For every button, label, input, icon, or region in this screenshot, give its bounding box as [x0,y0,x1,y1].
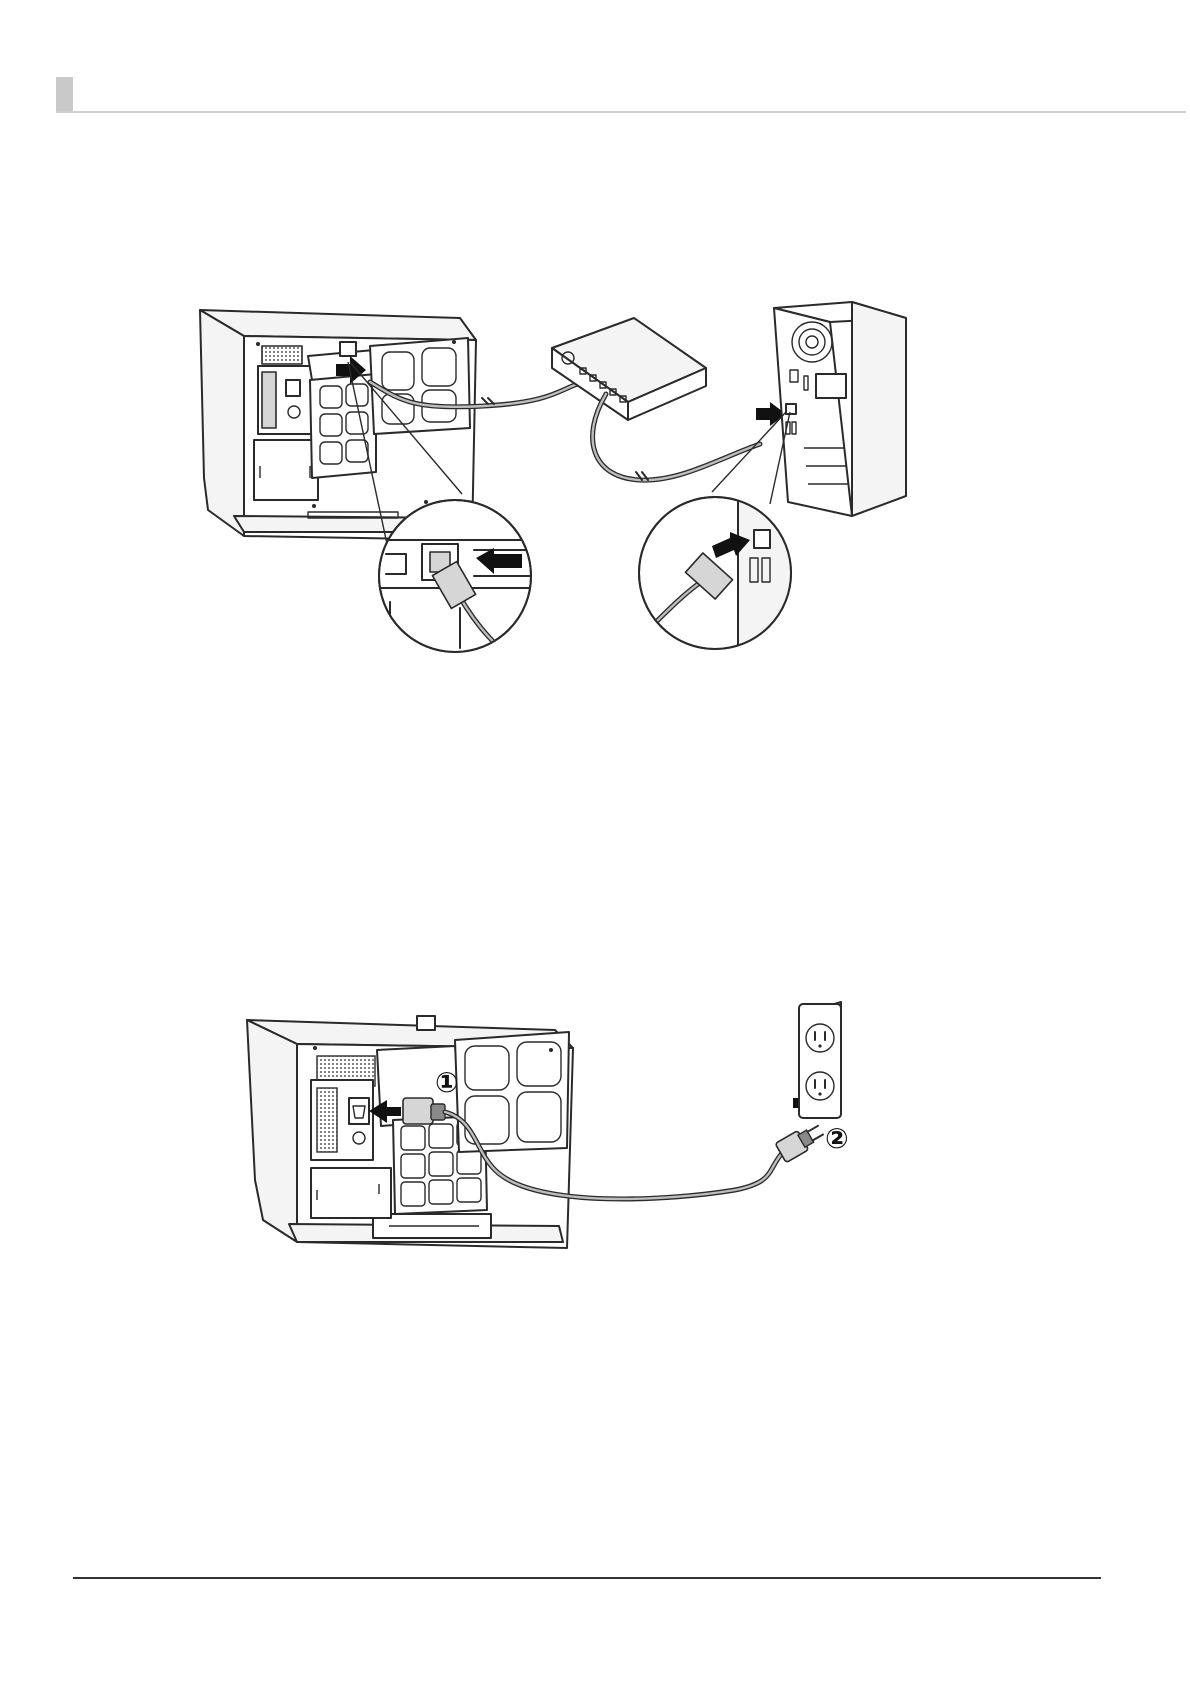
network-hub-illustration [552,318,706,420]
wall-outlet-icon [799,1002,841,1118]
computer-tower-illustration [774,302,906,516]
footer-divider [73,1577,1101,1579]
header-divider [56,111,1186,113]
lan-port-icon [417,1016,435,1030]
section-marker [56,77,73,112]
step-1-label: ① [435,1066,459,1099]
power-connection-illustration: ① ② [255,1030,875,1330]
step-2-label: ② [825,1122,849,1155]
network-connection-illustration [200,318,920,658]
ac-inlet-icon [349,1098,369,1124]
zoom-computer-port [639,488,798,658]
lan-port-icon [340,342,356,356]
lan-port-icon [786,404,796,414]
printer-rear-illustration [247,1016,573,1248]
